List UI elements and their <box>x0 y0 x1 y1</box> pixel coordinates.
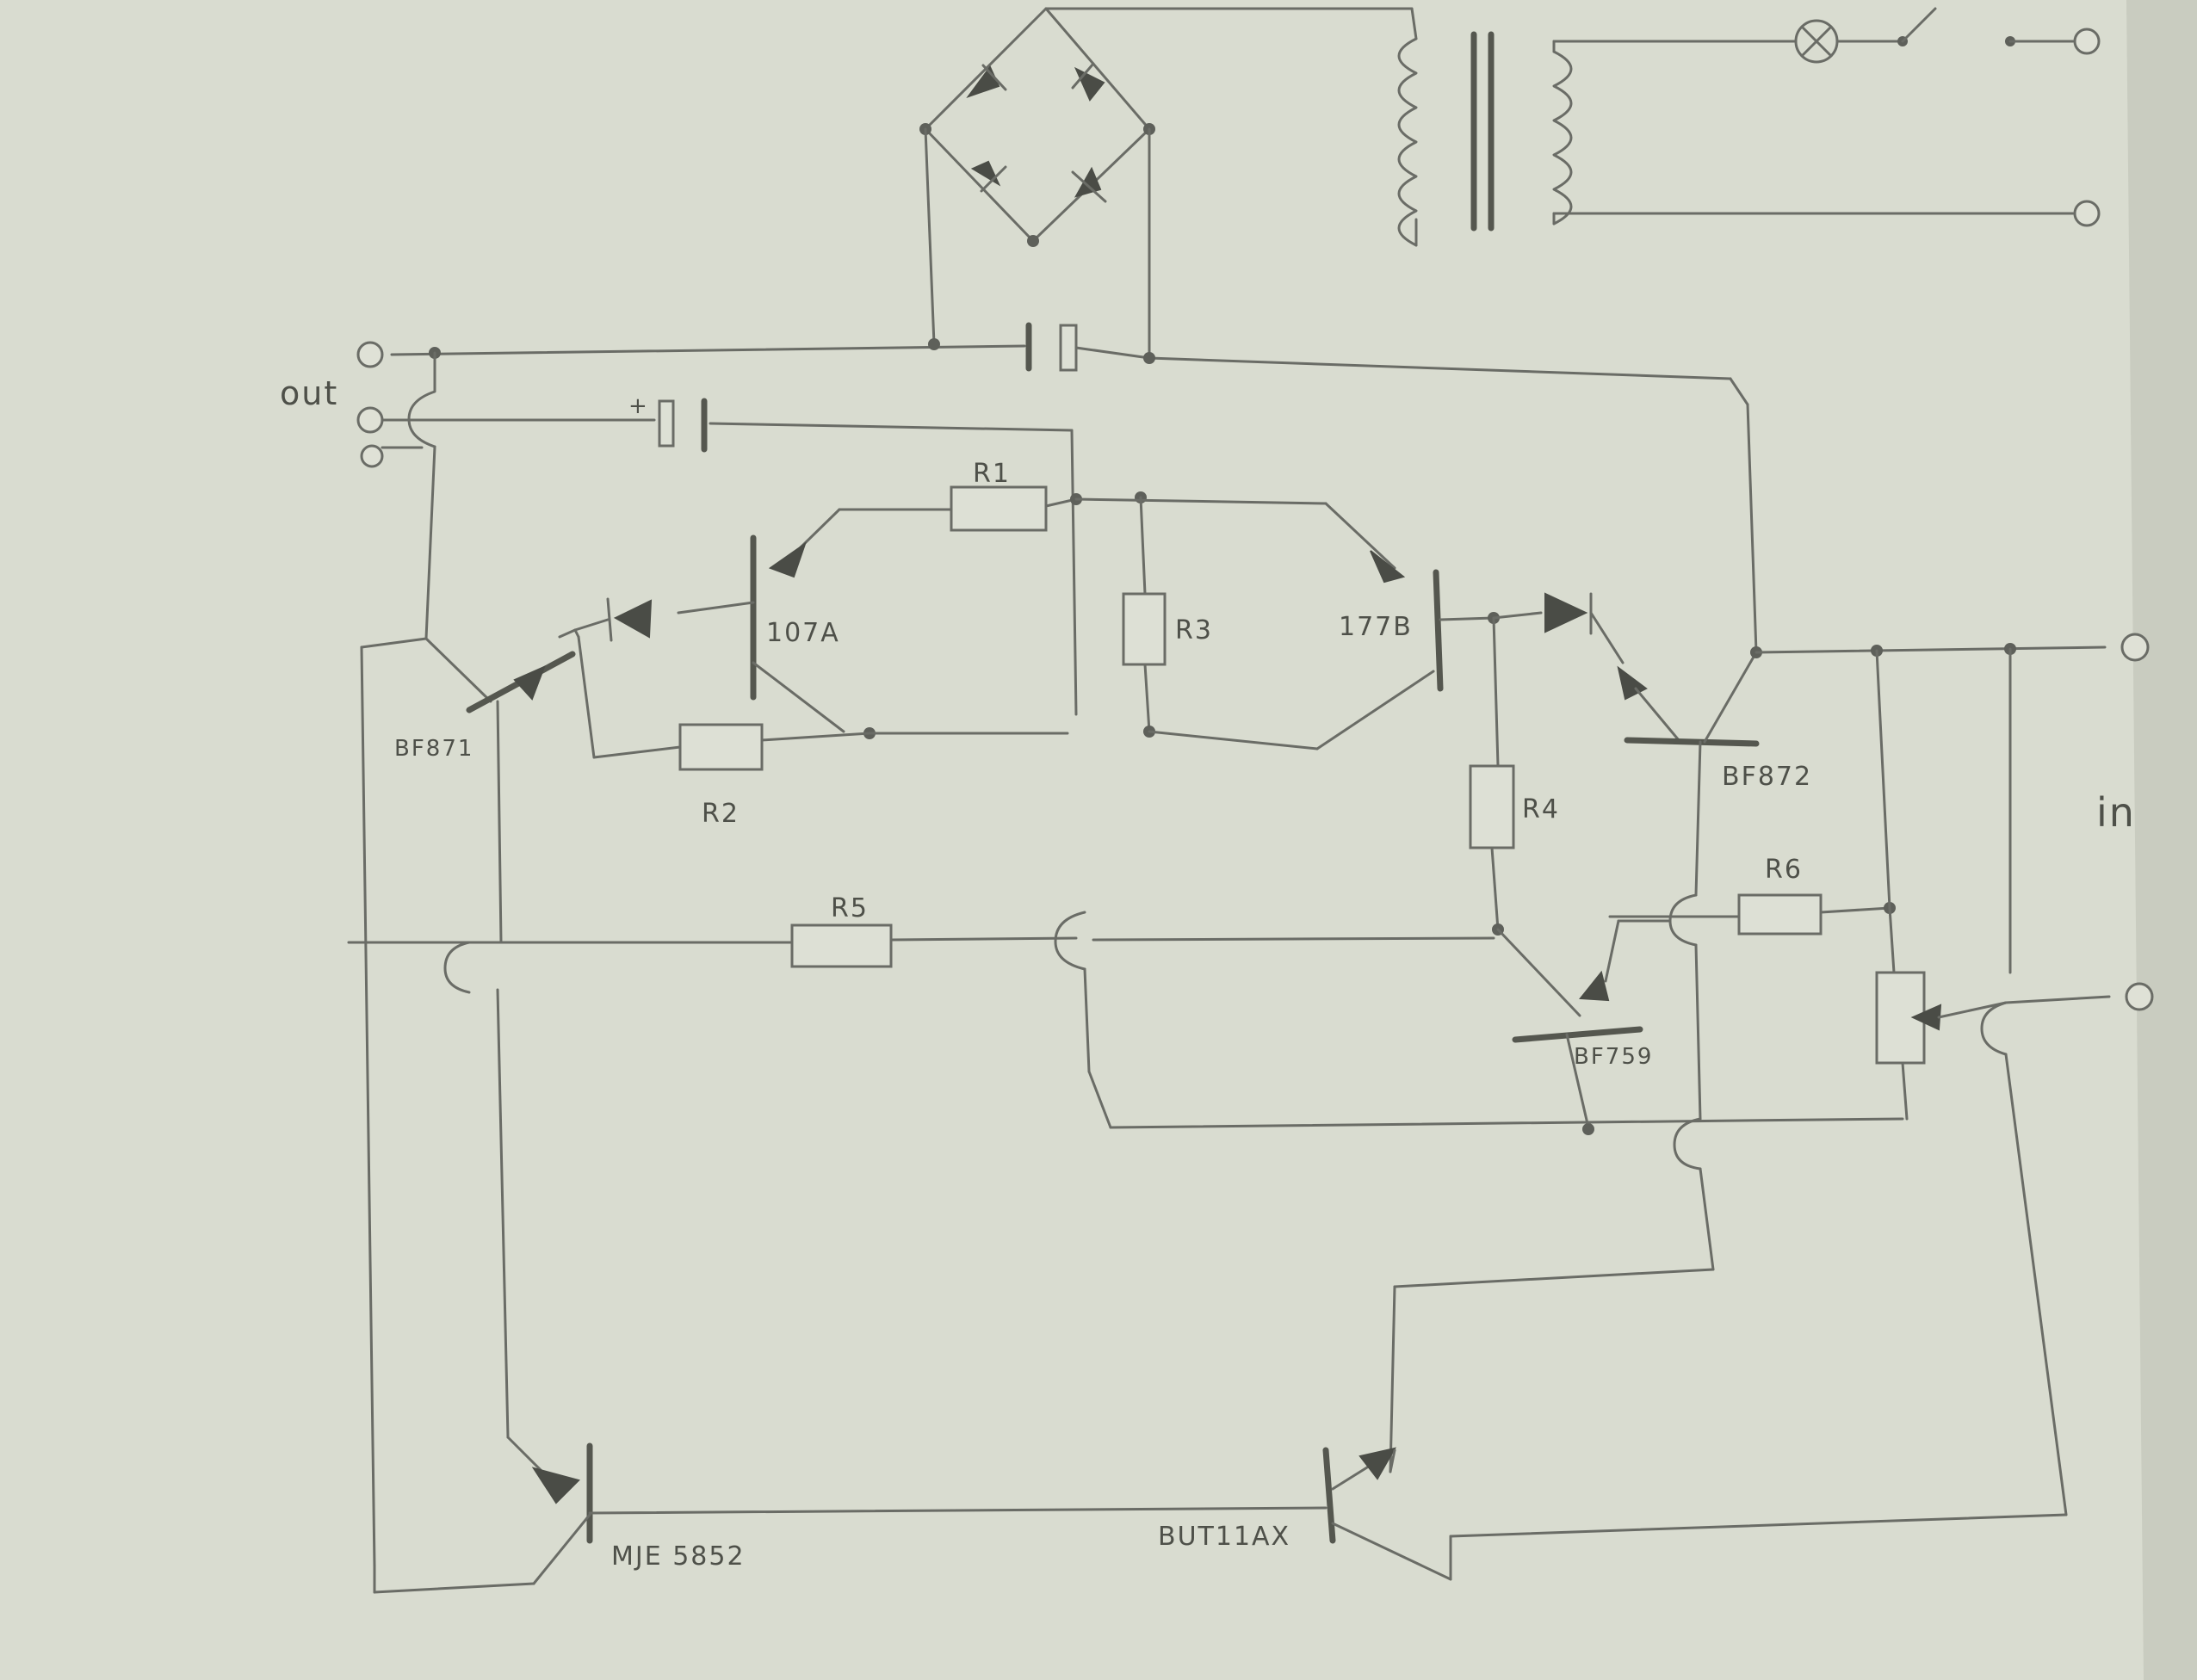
mje5852-emitter-arrow-icon <box>531 1467 580 1504</box>
label-in: in <box>2096 789 2136 836</box>
label-r6: R6 <box>1765 855 1803 885</box>
resistor-r5 <box>790 923 893 968</box>
input-stage <box>1389 633 2154 1538</box>
label-bf871: BF871 <box>394 736 473 762</box>
mains-terminal-bottom <box>2073 200 2101 227</box>
label-r4: R4 <box>1522 794 1560 825</box>
diode-107a-icon <box>613 599 653 639</box>
bf871-emitter-arrow-icon <box>513 665 546 701</box>
label-r5: R5 <box>831 893 869 923</box>
output-stage <box>360 628 1452 1594</box>
label-r3: R3 <box>1175 615 1213 645</box>
resistor-r2 <box>678 723 764 771</box>
label-bf872: BF872 <box>1722 762 1812 792</box>
resistor-r4 <box>1469 764 1515 849</box>
t107a-emitter-arrow-icon <box>768 541 807 578</box>
label-r2: R2 <box>702 799 740 829</box>
upper-stage <box>573 485 1327 771</box>
transformer <box>1044 7 1573 247</box>
diode-177b-icon <box>1544 592 1588 633</box>
bridge-rectifier <box>919 7 1155 247</box>
driver-stage <box>1148 502 1762 931</box>
label-cap-plus: + <box>628 393 649 419</box>
mains-terminal-top <box>2073 28 2101 55</box>
label-r1: R1 <box>973 459 1011 489</box>
label-177b: 177B <box>1339 612 1413 642</box>
label-but11ax: BUT11AX <box>1158 1522 1290 1552</box>
but11ax-emitter-arrow-icon <box>1358 1447 1396 1480</box>
label-107a: 107A <box>766 618 840 648</box>
bias-stage <box>347 911 1904 1135</box>
resistor-r1 <box>950 485 1048 532</box>
resistor-r6 <box>1737 893 1823 936</box>
out-terminal-2 <box>356 406 384 434</box>
schematic-labels: out + R1 R2 R3 R4 R5 R6 107A 177B BF871 … <box>280 374 2136 1572</box>
resistor-r3 <box>1122 592 1167 666</box>
bf759-emitter-arrow-icon <box>1579 970 1610 1002</box>
paper-edge-shadow <box>2126 0 2197 1680</box>
label-out: out <box>280 374 338 412</box>
out-terminal-3 <box>360 444 384 468</box>
in-terminal-1 <box>2120 633 2150 662</box>
in-terminal-2 <box>2125 982 2154 1011</box>
top-rails <box>356 127 1758 716</box>
label-mje5852: MJE 5852 <box>611 1541 746 1572</box>
out-terminal-1 <box>356 341 384 368</box>
t177b-emitter-arrow-icon <box>1370 550 1406 584</box>
label-bf759: BF759 <box>1574 1044 1653 1070</box>
switch-icon <box>1901 7 1937 43</box>
mains-input <box>1552 7 2101 227</box>
